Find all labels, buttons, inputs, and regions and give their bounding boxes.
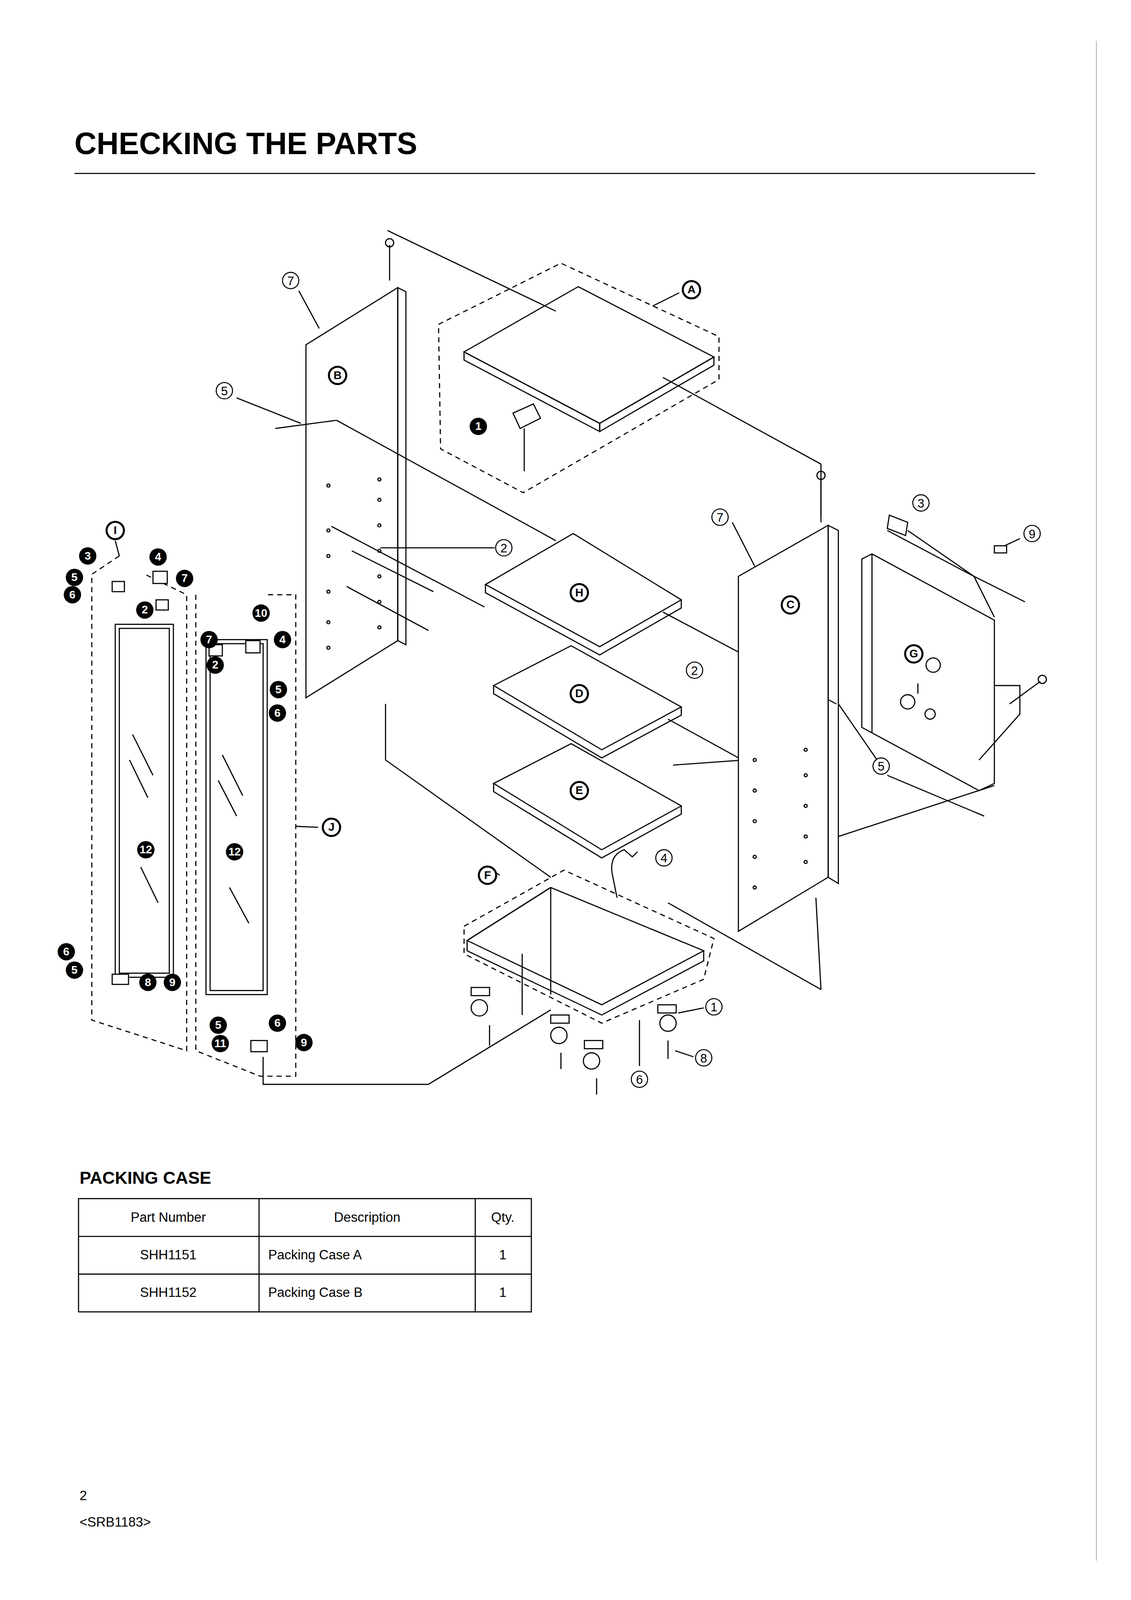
- part-letter: B: [327, 365, 347, 385]
- part-number-badge: 4: [149, 548, 167, 566]
- callout-number: 7: [711, 508, 729, 526]
- table-cell: 1: [498, 1247, 507, 1262]
- part-number-badge: 4: [274, 630, 292, 649]
- part-number-badge: 8: [139, 973, 157, 992]
- part-number-badge: 6: [63, 585, 82, 604]
- table-cell: Packing Case B: [268, 1285, 363, 1299]
- part-number-badge: 6: [57, 942, 76, 961]
- part-number-badge: 6: [268, 704, 287, 722]
- part-letter: D: [569, 683, 589, 703]
- page-title: CHECKING THE PARTS: [74, 128, 417, 160]
- part-letter: F: [478, 865, 498, 885]
- callout-number: 7: [282, 271, 300, 290]
- part-number-badge: 10: [252, 604, 270, 622]
- part-number-badge: 5: [65, 568, 84, 586]
- part-letter: A: [681, 279, 701, 300]
- table-cell: 1: [498, 1285, 507, 1299]
- part-letter: E: [569, 780, 589, 800]
- table-cell: Packing Case A: [268, 1247, 362, 1262]
- part-number-badge: 5: [209, 1016, 228, 1034]
- callout-number: 2: [685, 661, 704, 680]
- part-letter: H: [569, 582, 589, 603]
- table-cell: SHH1152: [139, 1285, 197, 1299]
- part-number-badge: 5: [65, 961, 84, 979]
- page-footer: 2: [79, 1488, 87, 1502]
- callout-number: 4: [655, 848, 673, 867]
- callout-number: 2: [495, 539, 513, 557]
- part-letter: G: [903, 644, 924, 664]
- table-cell: Qty.: [491, 1209, 515, 1224]
- part-number-badge: 12: [225, 842, 244, 861]
- part-letter: I: [105, 520, 125, 540]
- callout-number: 9: [1023, 524, 1041, 543]
- part-number-badge: 6: [268, 1014, 287, 1032]
- page-footer: <SRB1183>: [79, 1515, 151, 1529]
- part-number-badge: 12: [137, 840, 155, 859]
- part-number-badge: 9: [295, 1033, 313, 1052]
- part-letter: C: [780, 594, 800, 615]
- part-number-badge: 11: [211, 1034, 230, 1053]
- part-number-badge: 3: [78, 547, 97, 565]
- part-number-badge: 9: [163, 973, 182, 992]
- callout-number: 3: [912, 494, 930, 512]
- callout-number: 5: [872, 757, 890, 775]
- part-number-badge: 7: [200, 630, 219, 649]
- callout-number: 8: [695, 1049, 713, 1067]
- table-cell: SHH1151: [139, 1247, 197, 1262]
- section-heading: PACKING CASE: [79, 1169, 211, 1187]
- table-cell: Part Number: [130, 1209, 206, 1224]
- table-cell: Description: [334, 1209, 401, 1224]
- callout-number: 5: [215, 381, 234, 400]
- callout-number: 1: [705, 997, 723, 1016]
- part-number-badge: 2: [206, 656, 225, 674]
- part-number-badge: 2: [136, 601, 154, 619]
- part-number-badge: 7: [175, 569, 194, 588]
- part-number-badge: 5: [269, 680, 288, 699]
- part-letter: J: [321, 817, 342, 837]
- part-number-badge: 1: [469, 417, 487, 436]
- callout-number: 6: [630, 1070, 649, 1088]
